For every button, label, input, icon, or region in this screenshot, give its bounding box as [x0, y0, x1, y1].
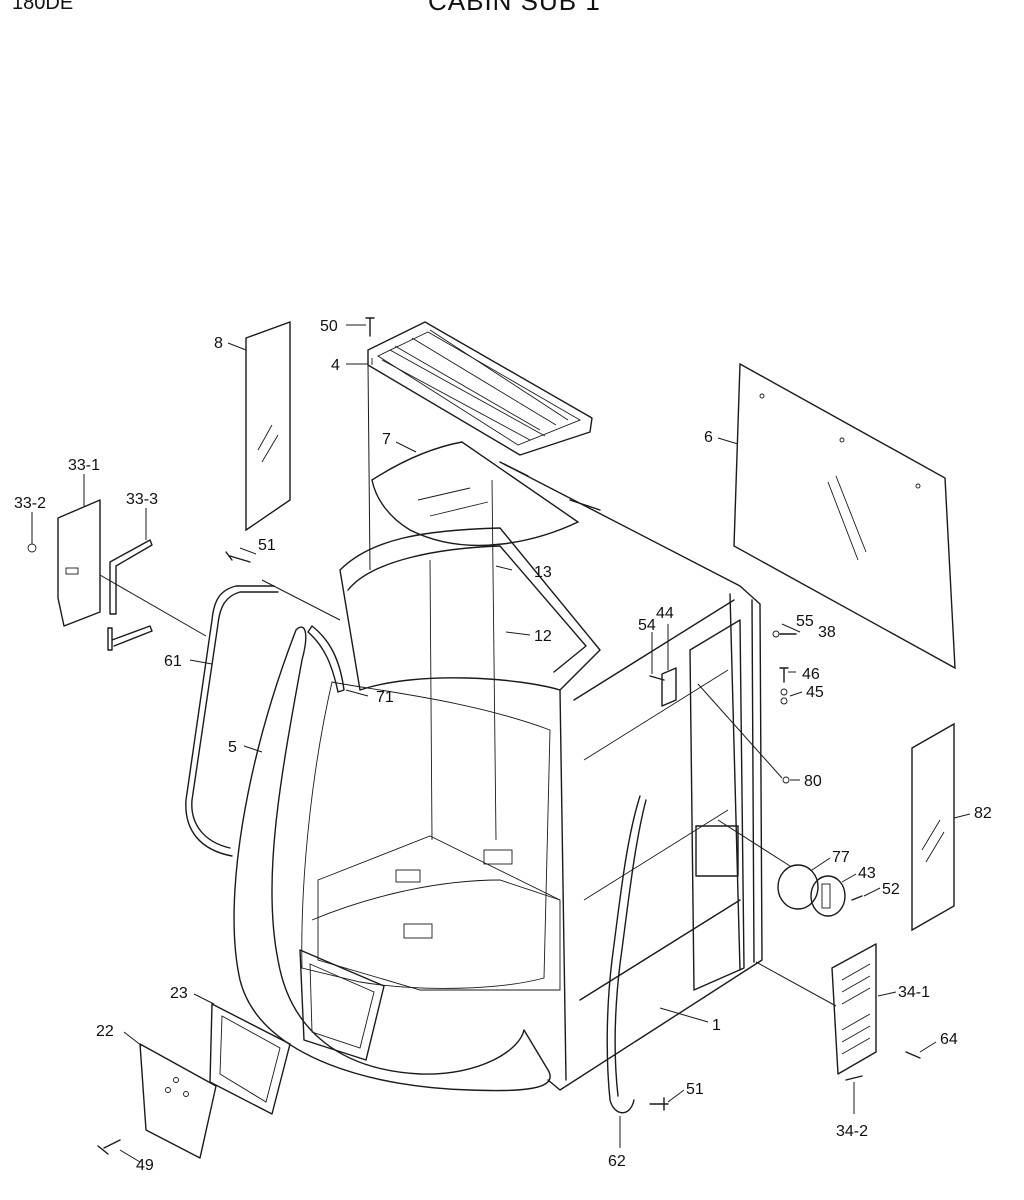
callout-50: 50	[320, 318, 338, 335]
callout-43: 43	[858, 865, 876, 882]
callout-51-bottom: 51	[686, 1081, 704, 1098]
cabin-frame-part-1	[311, 461, 763, 1091]
callout-23: 23	[170, 985, 188, 1002]
callout-33-3: 33-3	[126, 491, 158, 508]
callout-77: 77	[832, 849, 850, 866]
glass-part-8	[245, 321, 291, 532]
grab-rail-part-62	[606, 795, 641, 1114]
callout-33-2: 33-2	[14, 495, 46, 512]
screw-part-33-2	[27, 543, 37, 553]
model-code: 180DE	[12, 0, 74, 14]
roof-rack-part	[367, 321, 593, 456]
callout-44: 44	[656, 605, 674, 622]
gasket-part-23	[209, 1003, 291, 1115]
callout-4: 4	[331, 357, 340, 374]
callout-55: 55	[796, 613, 814, 630]
cover-panel-33-1	[57, 499, 101, 627]
callout-13: 13	[534, 564, 552, 581]
callout-80: 80	[804, 773, 822, 790]
callout-38: 38	[818, 624, 836, 641]
sheet-title: CABIN SUB 1	[428, 0, 601, 16]
callout-5: 5	[228, 739, 237, 756]
door-part-5	[233, 626, 551, 1092]
callout-82: 82	[974, 805, 992, 822]
callout-61: 61	[164, 653, 182, 670]
callout-6: 6	[704, 429, 713, 446]
callout-1: 1	[712, 1017, 721, 1034]
callout-12: 12	[534, 628, 552, 645]
callout-62: 62	[608, 1153, 626, 1170]
speaker-cover-part-43	[810, 875, 846, 917]
callout-7: 7	[382, 431, 391, 448]
cover-plate-part-22	[139, 1043, 217, 1159]
callout-45: 45	[806, 684, 824, 701]
callout-71: 71	[376, 689, 394, 706]
grab-rail-part-61	[185, 585, 275, 857]
glass-part-7	[371, 441, 580, 547]
callout-8: 8	[214, 335, 223, 352]
fasteners	[97, 317, 921, 1155]
callout-49: 49	[136, 1157, 154, 1174]
callout-34-2: 34-2	[836, 1123, 868, 1140]
strip-part-33-3	[109, 539, 153, 615]
callout-33-1: 33-1	[68, 457, 100, 474]
speaker-grille-part-77	[777, 864, 819, 910]
callout-54: 54	[638, 617, 656, 634]
leader-lines	[31, 324, 971, 1163]
handle-part-71	[307, 625, 345, 693]
callout-labels: 50 4 8 7 6 33-1 33-2 33-3 51 13 12 44 54…	[14, 318, 992, 1174]
glass-part-6	[733, 362, 956, 670]
callout-34-1: 34-1	[898, 984, 930, 1001]
callout-22: 22	[96, 1023, 114, 1040]
callout-46: 46	[802, 666, 820, 683]
callout-64: 64	[940, 1031, 958, 1048]
glass-part-82	[911, 722, 955, 932]
callout-51-top: 51	[258, 537, 276, 554]
callout-52: 52	[882, 881, 900, 898]
side-panel-part-34-1	[831, 943, 877, 1075]
